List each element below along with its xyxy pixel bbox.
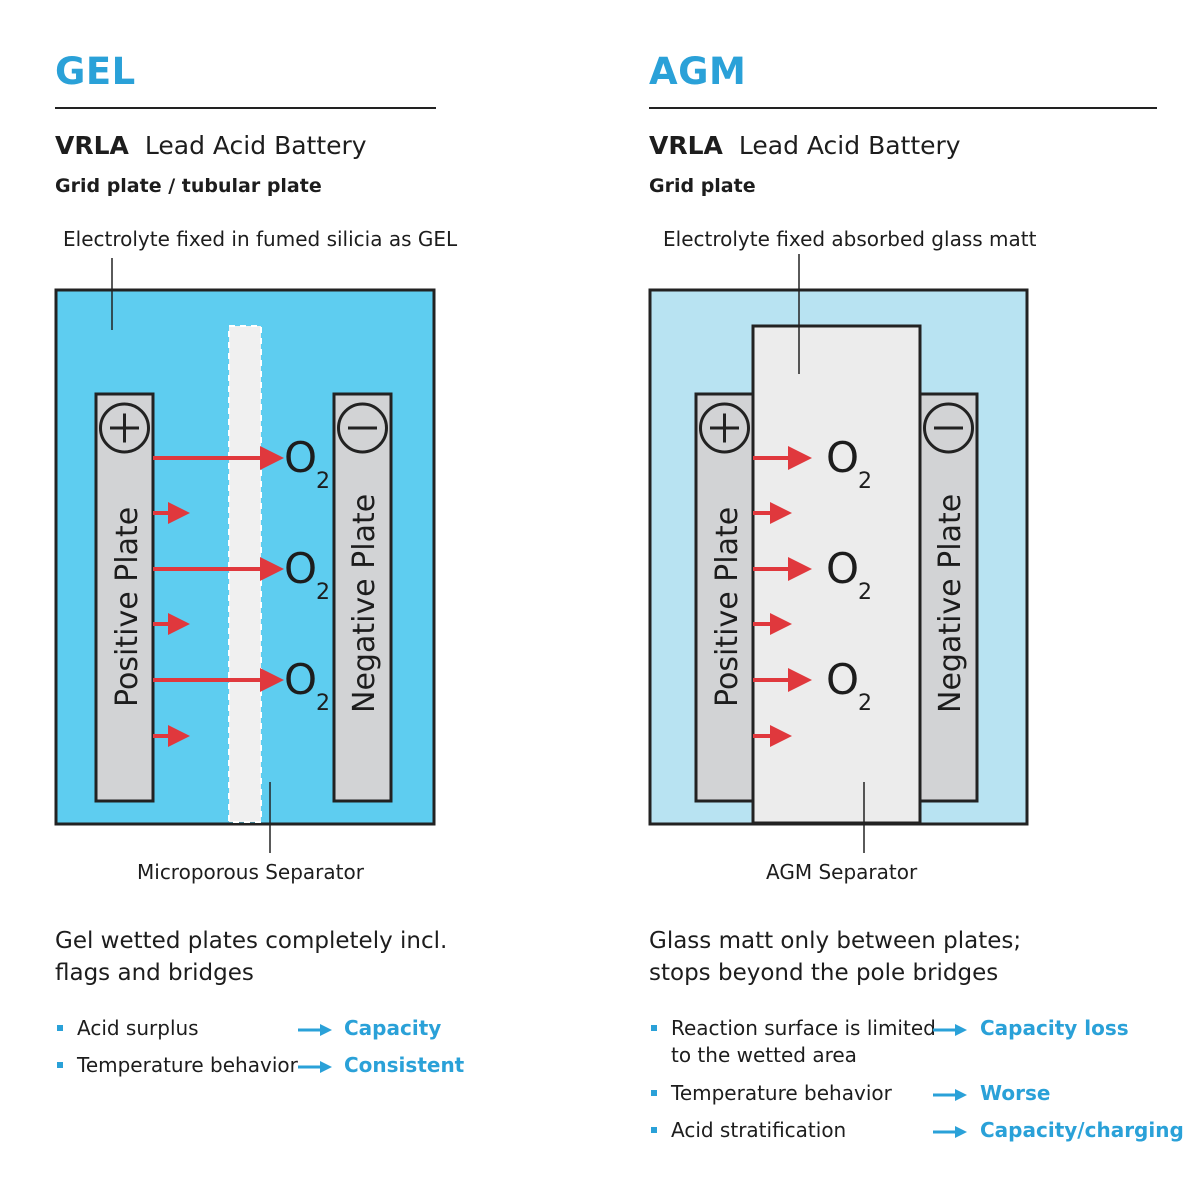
agm-column: AGM VRLA Lead Acid Battery Grid plate Ele… [594, 0, 1184, 1194]
arrow-right-icon [298, 1061, 332, 1073]
bullet-text: Acid stratification [671, 1118, 847, 1142]
bullet-result: Capacity/charging [980, 1118, 1184, 1142]
gel-oxygen-label: O [284, 655, 317, 704]
arrow-right-icon [153, 502, 190, 524]
gel-title: GEL [55, 50, 136, 93]
bullet-text: Temperature behavior [671, 1081, 892, 1105]
agm-title: AGM [649, 50, 747, 93]
agm-oxygen-subscript: 2 [858, 469, 872, 494]
oxygen-arrow-icon [153, 668, 284, 692]
gel-description-line: flags and bridges [55, 960, 254, 986]
agm-subtitle: VRLA Lead Acid Battery [649, 131, 961, 160]
bullet-result: Capacity [344, 1016, 442, 1040]
gel-oxygen-label: O [284, 544, 317, 593]
gel-separator-label: Microporous Separator [137, 860, 365, 884]
minus-circle-icon [923, 402, 974, 454]
bullet-text: Acid surplus [77, 1016, 199, 1040]
agm-subtitle-text: Lead Acid Battery [738, 131, 961, 160]
gel-plate-type: Grid plate / tubular plate [55, 175, 322, 197]
arrow-right-icon [753, 613, 792, 635]
gel-positive-plate-label: Positive Plate [110, 507, 145, 707]
agm-oxygen-subscript: 2 [858, 691, 872, 716]
plus-circle-icon [99, 402, 150, 454]
bullet-result: Worse [980, 1081, 1051, 1105]
arrow-right-icon [933, 1024, 967, 1036]
gel-microporous-separator [228, 325, 262, 823]
gel-battery-diagram: Electrolyte fixed in fumed silicia as GE… [54, 227, 458, 884]
gel-subtitle-vrla: VRLA [55, 131, 129, 160]
bullet-text: Reaction surface is limited [671, 1016, 936, 1040]
agm-description: Glass matt only between plates; stops be… [649, 925, 1169, 989]
agm-electrolyte-label: Electrolyte fixed absorbed glass matt [663, 227, 1037, 251]
gel-oxygen-subscript: 2 [316, 691, 330, 716]
agm-positive-plate-label: Positive Plate [710, 507, 745, 707]
arrow-right-icon [153, 613, 190, 635]
agm-oxygen-label: O [826, 544, 859, 593]
agm-title-divider [649, 107, 1157, 109]
bullet-icon [57, 1062, 63, 1068]
arrow-right-icon [933, 1126, 967, 1138]
oxygen-arrow-icon [753, 446, 812, 470]
oxygen-arrow-icon [153, 557, 284, 581]
bullet-result: Capacity loss [980, 1016, 1129, 1040]
agm-oxygen-subscript: 2 [858, 580, 872, 605]
bullet-icon [57, 1025, 63, 1031]
agm-battery-diagram: Electrolyte fixed absorbed glass matt AG… [648, 227, 1037, 884]
agm-oxygen-label: O [826, 655, 859, 704]
agm-plate-type: Grid plate [649, 175, 756, 197]
bullet-text: Temperature behavior [77, 1053, 298, 1077]
bullet-result: Consistent [344, 1053, 465, 1077]
gel-oxygen-subscript: 2 [316, 580, 330, 605]
minus-circle-icon [337, 402, 388, 454]
oxygen-arrow-icon [753, 557, 812, 581]
gel-electrolyte-label: Electrolyte fixed in fumed silicia as GE… [63, 227, 458, 251]
oxygen-arrow-icon [153, 446, 284, 470]
arrow-right-icon [153, 725, 190, 747]
gel-subtitle: VRLA Lead Acid Battery [55, 131, 367, 160]
bullet-text: to the wetted area [671, 1043, 857, 1067]
bullet-icon [651, 1090, 657, 1096]
arrow-right-icon [753, 502, 792, 524]
gel-description: Gel wetted plates completely incl. flags… [55, 925, 575, 989]
gel-description-line: Gel wetted plates completely incl. [55, 928, 448, 954]
bullet-icon [651, 1025, 657, 1031]
gel-negative-plate-label: Negative Plate [347, 494, 382, 713]
gel-title-divider [55, 107, 436, 109]
gel-oxygen-label: O [284, 433, 317, 482]
bullet-icon [651, 1127, 657, 1133]
gel-negative-plate [332, 392, 393, 803]
agm-description-line: Glass matt only between plates; [649, 928, 1022, 954]
oxygen-arrow-icon [753, 668, 812, 692]
agm-separator-label: AGM Separator [766, 860, 918, 884]
plus-circle-icon [699, 402, 750, 454]
agm-negative-plate [918, 392, 979, 803]
gel-column: GEL VRLA Lead Acid Battery Grid plate / t… [0, 0, 560, 1194]
gel-positive-plate [94, 392, 155, 803]
agm-negative-plate-label: Negative Plate [933, 494, 968, 713]
agm-description-line: stops beyond the pole bridges [649, 960, 999, 986]
agm-oxygen-label: O [826, 433, 859, 482]
gel-oxygen-subscript: 2 [316, 469, 330, 494]
agm-subtitle-vrla: VRLA [649, 131, 723, 160]
arrow-right-icon [933, 1089, 967, 1101]
arrow-right-icon [753, 725, 792, 747]
gel-subtitle-text: Lead Acid Battery [144, 131, 367, 160]
arrow-right-icon [298, 1024, 332, 1036]
